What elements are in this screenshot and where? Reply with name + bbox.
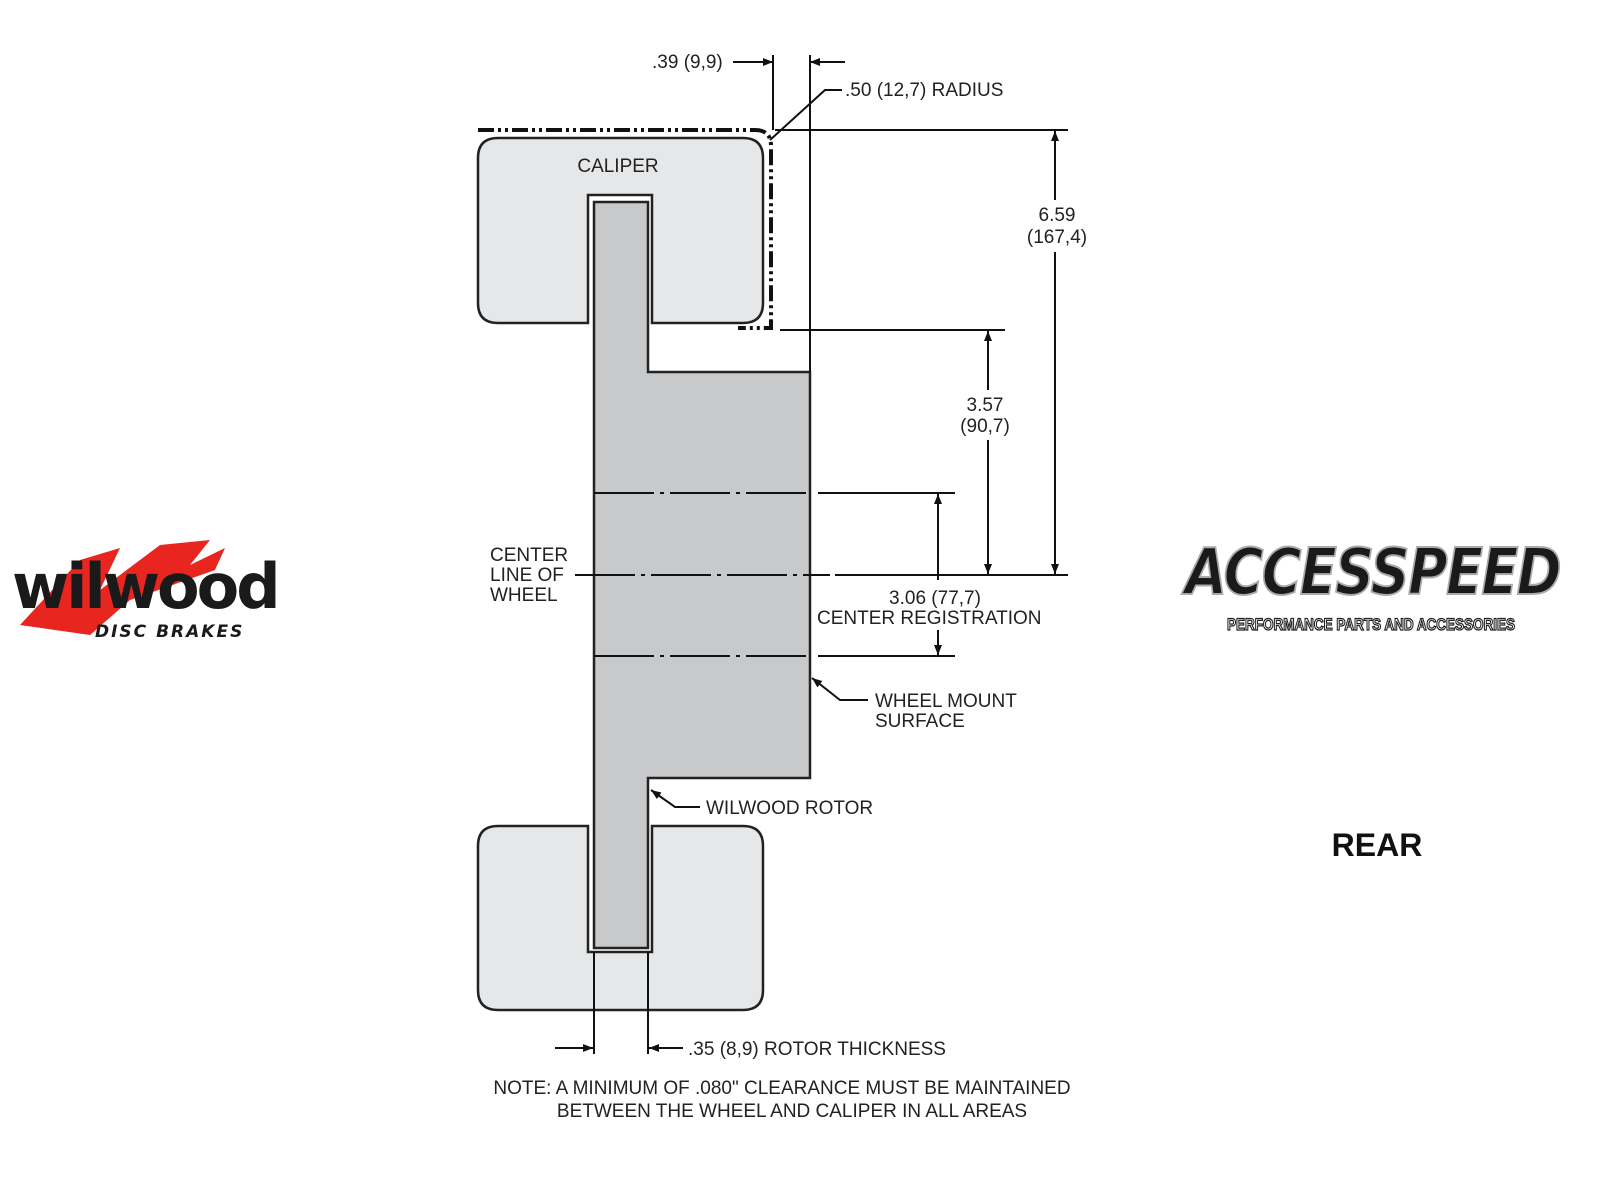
center-registration-label: CENTER REGISTRATION [817,608,1042,629]
center-line-label-1: CENTER [490,545,568,566]
offset-dimension: .39 (9,9) [652,52,723,73]
clearance-note-line-2: BETWEEN THE WHEEL AND CALIPER IN ALL ARE… [557,1101,1027,1122]
wilwood-logo: wilwood DISC BRAKES [12,540,281,642]
caliper-label: CALIPER [577,156,658,177]
clearance-note-line-1: NOTE: A MINIMUM OF .080" CLEARANCE MUST … [493,1078,1070,1099]
caliper-top [476,136,765,325]
center-line-label-2: LINE OF [490,565,564,586]
accesspeed-logo: ACCESSPEED PERFORMANCE PARTS AND ACCESSO… [1180,535,1563,635]
overall-height-mm: (167,4) [1027,227,1087,248]
caliper-bottom [476,824,765,1012]
center-registration-dim: 3.06 (77,7) [889,588,981,609]
clearance-envelope-line [478,128,773,330]
overall-height-in: 6.59 [1039,205,1076,226]
wilwood-wordmark: wilwood [12,550,278,623]
radius-label: .50 (12,7) RADIUS [845,80,1003,101]
accesspeed-tagline: PERFORMANCE PARTS AND ACCESSORIES [1227,615,1515,634]
wheel-mount-label-1: WHEEL MOUNT [875,691,1017,712]
radius-leader [769,89,842,141]
position-label: REAR [1332,827,1423,863]
rotor-leader [650,789,700,808]
wheel-mount-label-2: SURFACE [875,711,965,732]
wilwood-tagline: DISC BRAKES [95,622,244,642]
wilwood-swoosh [20,540,225,635]
rotor-label: WILWOOD ROTOR [706,798,873,819]
center-line-label-3: WHEEL [490,585,558,606]
rotor-thickness-label: .35 (8,9) ROTOR THICKNESS [688,1039,946,1060]
accesspeed-wordmark: ACCESSPEED [1181,536,1560,610]
caliper-to-center-mm: (90,7) [960,416,1010,437]
wheel-mount-leader [811,677,868,701]
caliper-to-center-in: 3.57 [967,395,1004,416]
